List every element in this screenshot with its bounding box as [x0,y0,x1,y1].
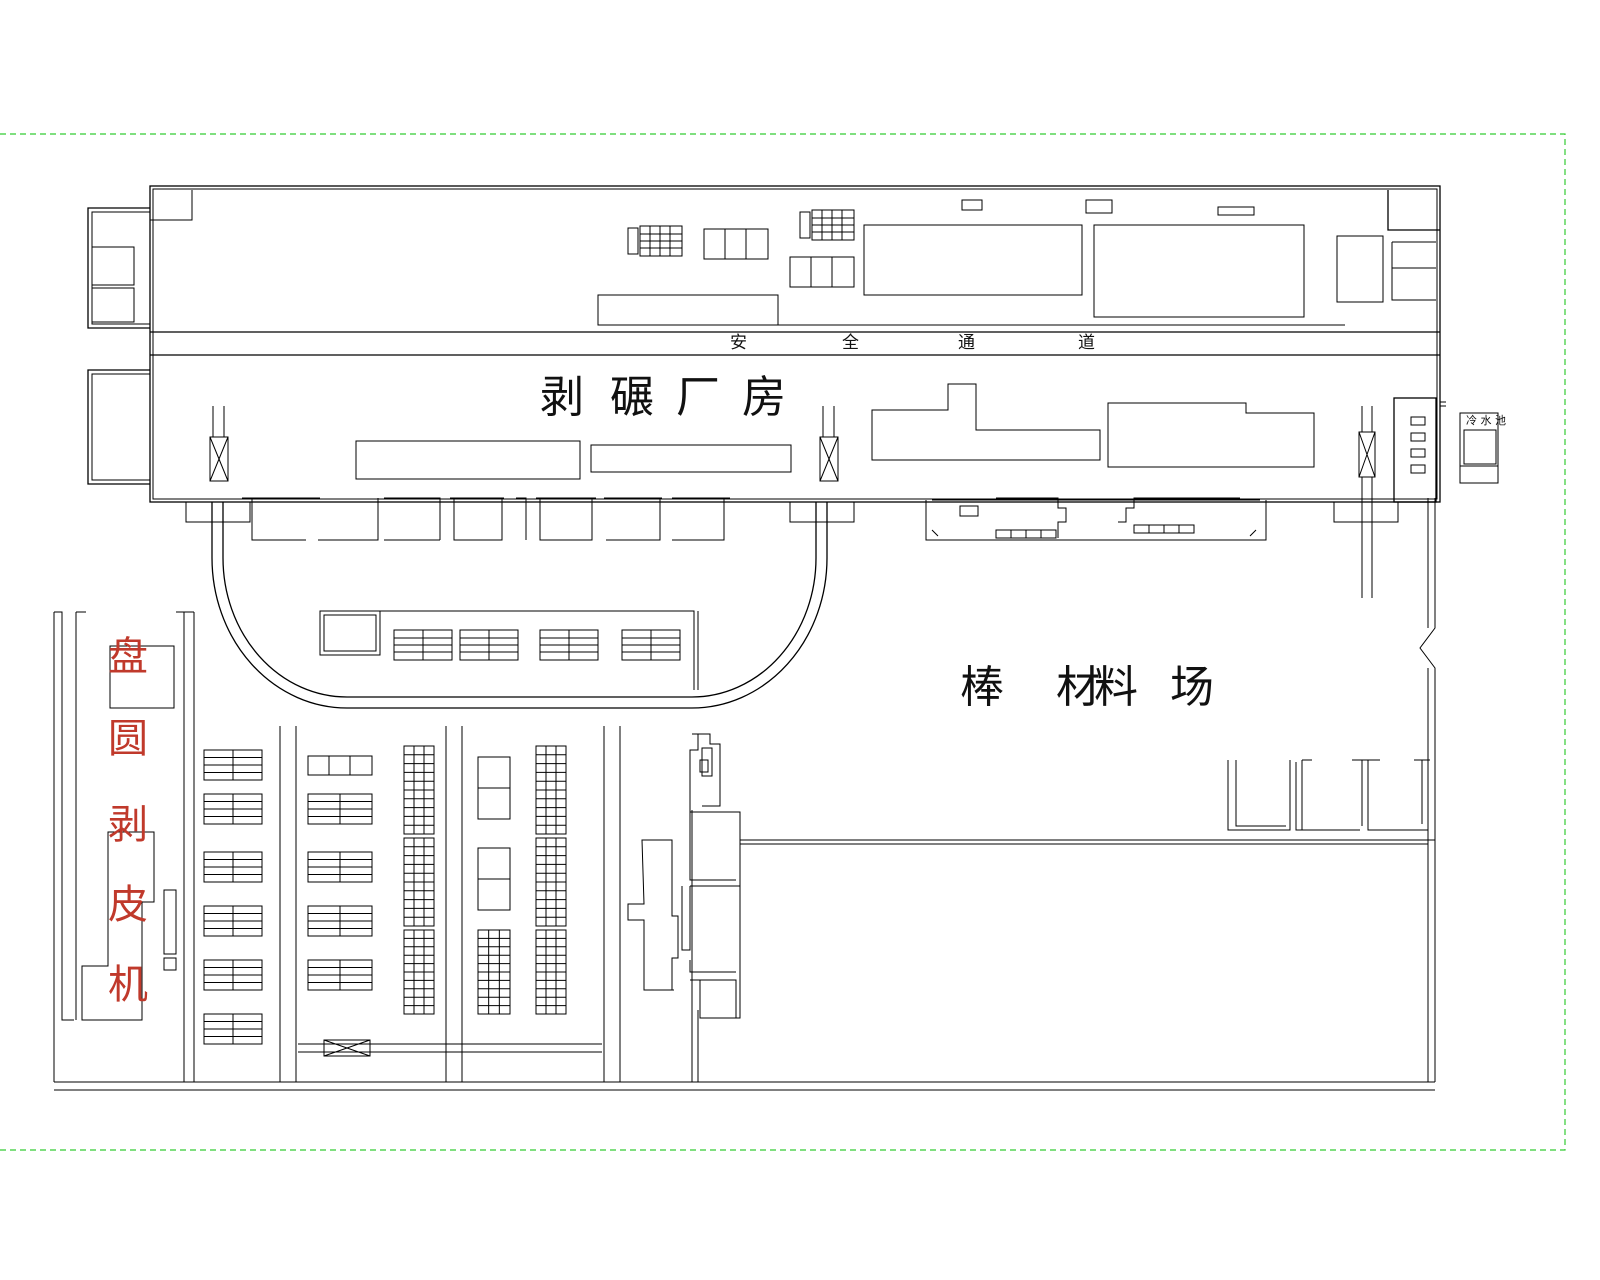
bar-yard-area [627,498,1436,1082]
storage-rack [203,905,263,937]
storage-rack [203,749,263,781]
storage-rack [307,959,373,991]
svg-text:全: 全 [842,333,859,353]
cooling-pool-label: 冷 水 池 [1466,414,1506,427]
coil-peeler-label: 盘 圆 剥 皮 机 [108,634,148,1008]
storage-rack [307,851,373,883]
peeling-workshop-label: 剥 碾 厂 房 [540,372,786,423]
svg-text:机: 机 [108,962,148,1008]
svg-text:场: 场 [1170,662,1214,713]
storage-rack [203,851,263,883]
svg-text:皮: 皮 [108,882,148,928]
coil-peeler-area [53,611,1435,1091]
svg-text:碾: 碾 [610,372,654,423]
svg-text:圆: 圆 [108,716,148,762]
storage-rack [203,959,263,991]
svg-text:安: 安 [730,333,747,353]
svg-text:棒: 棒 [960,662,1004,713]
inner-racks [319,610,699,690]
storage-rack [535,929,567,1015]
svg-text:道: 道 [1078,333,1095,353]
storage-rack [307,905,373,937]
site-boundary [0,133,1566,1151]
svg-text:厂: 厂 [676,372,720,423]
loading-bays [185,497,1399,541]
bar-storage-racks [203,726,699,1082]
storage-rack [477,929,511,1015]
storage-rack [535,837,567,927]
storage-rack [403,837,435,927]
storage-rack [203,1013,263,1045]
svg-text:剥: 剥 [108,802,148,848]
svg-text:剥: 剥 [540,372,584,423]
svg-text:料: 料 [1094,662,1138,713]
svg-text:盘: 盘 [108,634,148,680]
svg-text:材: 材 [1056,662,1100,713]
svg-text:房: 房 [742,372,786,423]
safety-aisle-label: 安 全 通 道 [730,333,1095,353]
rail-track [211,502,828,709]
storage-rack [203,793,263,825]
storage-rack [403,745,435,835]
storage-rack [403,929,435,1015]
storage-rack [535,745,567,835]
storage-rack [307,793,373,825]
bar-yard-label: 棒 材 料 场 [960,662,1214,713]
workshop-building [87,185,1499,598]
svg-text:通: 通 [958,333,975,353]
